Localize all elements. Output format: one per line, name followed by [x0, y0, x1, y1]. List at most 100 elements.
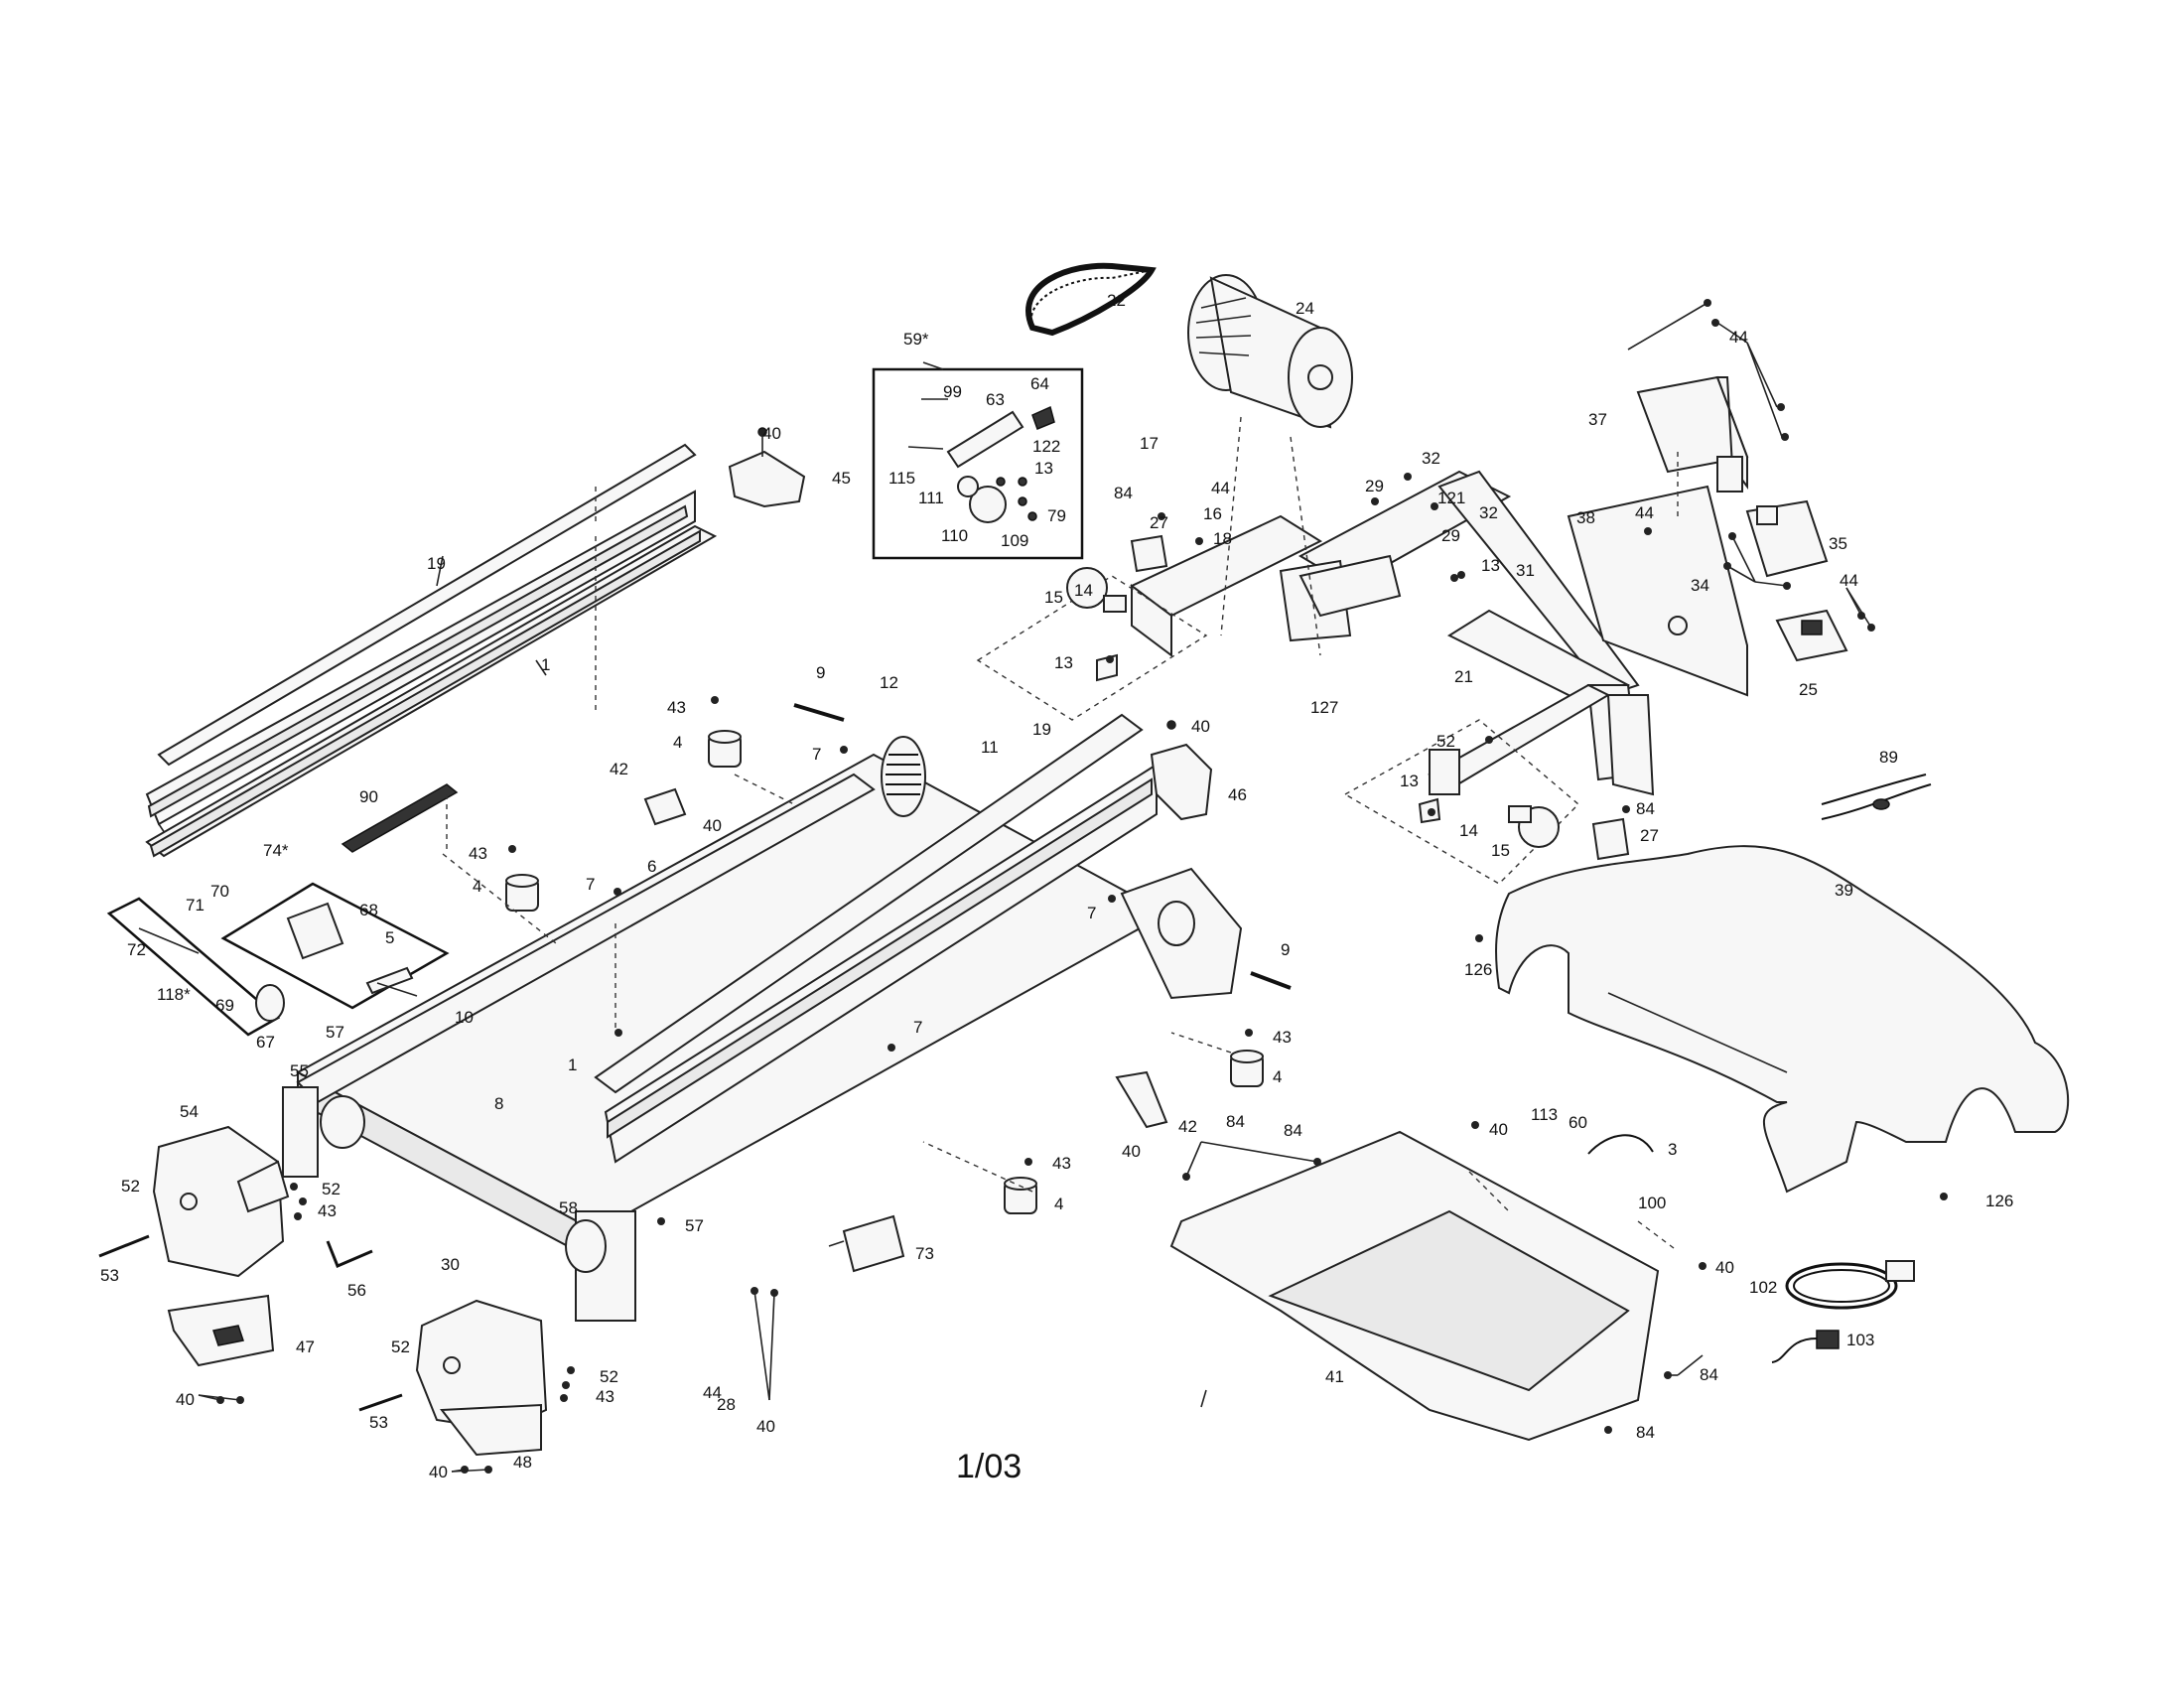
end-cap-48 — [440, 1403, 542, 1457]
label-30: 30 — [441, 1255, 460, 1274]
label-43: 43 — [1052, 1154, 1071, 1173]
label-40: 40 — [1191, 717, 1210, 736]
label-47: 47 — [296, 1337, 315, 1356]
label-28: 28 — [717, 1395, 736, 1414]
label-122: 122 — [1032, 437, 1060, 456]
label-40: 40 — [1122, 1142, 1141, 1161]
label-13: 13 — [1034, 459, 1053, 478]
label-40: 40 — [703, 816, 722, 835]
label-40: 40 — [176, 1390, 195, 1409]
label-55: 55 — [290, 1061, 309, 1080]
label-57: 57 — [326, 1023, 344, 1042]
part-labels: 19 1 40 45 90 74* 70 71 72 118* 69 67 68… — [100, 291, 2013, 1481]
label-103: 103 — [1846, 1331, 1874, 1349]
label-52: 52 — [121, 1177, 140, 1196]
label-79: 79 — [1047, 506, 1066, 525]
label-45: 45 — [832, 469, 851, 488]
isolator-4b — [505, 874, 539, 912]
label-100: 100 — [1638, 1194, 1666, 1212]
label-15: 15 — [1491, 841, 1510, 860]
label-52: 52 — [1436, 732, 1455, 751]
label-74: 74* — [263, 841, 289, 860]
label-53: 53 — [369, 1413, 388, 1432]
rear-roller-frame — [565, 867, 1243, 1322]
foot-kit-box-74 — [220, 882, 450, 1010]
end-cap-bottom-47 — [167, 1294, 275, 1367]
label-32: 32 — [1479, 503, 1498, 522]
isolator-4a — [708, 730, 742, 768]
label-25: 25 — [1799, 680, 1818, 699]
label-7: 7 — [913, 1018, 922, 1037]
label-72: 72 — [127, 940, 146, 959]
pulley-group-right — [1343, 719, 1580, 885]
label-29: 29 — [1365, 477, 1384, 495]
label-43: 43 — [667, 698, 686, 717]
label-14: 14 — [1459, 821, 1478, 840]
label-46: 46 — [1228, 785, 1247, 804]
label-40: 40 — [429, 1463, 448, 1481]
label-84: 84 — [1284, 1121, 1302, 1140]
label-17: 17 — [1140, 434, 1159, 453]
motor-hood-kit-box-59 — [872, 361, 1084, 560]
label-44: 44 — [703, 1383, 722, 1402]
label-21: 21 — [1454, 667, 1473, 686]
transformer-35 — [1745, 499, 1829, 578]
label-99: 99 — [943, 382, 962, 401]
label-11: 11 — [981, 738, 999, 757]
label-52: 52 — [322, 1180, 341, 1198]
label-44: 44 — [1635, 503, 1654, 522]
label-121: 121 — [1437, 489, 1465, 507]
label-37: 37 — [1588, 410, 1607, 429]
label-42: 42 — [610, 760, 628, 778]
center-rail-19-1 — [594, 713, 1158, 1164]
leader-lines — [198, 302, 1872, 1473]
label-40: 40 — [1715, 1258, 1734, 1277]
label-41: 41 — [1325, 1367, 1344, 1386]
label-115: 115 — [888, 469, 915, 488]
label-126: 126 — [1985, 1192, 2013, 1210]
bracket-27b — [1591, 817, 1630, 861]
left-side-rail-1 — [145, 524, 718, 858]
label-67: 67 — [256, 1033, 275, 1052]
label-16: 16 — [1203, 504, 1222, 523]
label-44: 44 — [1211, 479, 1230, 497]
label-1: 1 — [568, 1056, 577, 1074]
label-84: 84 — [1636, 1423, 1655, 1442]
label-4: 4 — [1054, 1195, 1063, 1213]
end-cap-54 — [152, 1125, 290, 1278]
label-43: 43 — [1273, 1028, 1292, 1047]
bottom-tray-41 — [1169, 1130, 1660, 1442]
isolator-4c — [1230, 1050, 1264, 1087]
label-38: 38 — [1576, 508, 1595, 527]
label-9: 9 — [1281, 940, 1290, 959]
label-12: 12 — [880, 673, 898, 692]
label-43: 43 — [596, 1387, 614, 1406]
label-1: 1 — [541, 655, 550, 674]
drive-belt-22 — [1025, 262, 1157, 337]
label-126: 126 — [1464, 960, 1492, 979]
label-27: 27 — [1640, 826, 1659, 845]
label-34: 34 — [1691, 576, 1709, 595]
label-57: 57 — [685, 1216, 704, 1235]
power-cord-102 — [1771, 1260, 1915, 1363]
label-69: 69 — [215, 996, 234, 1015]
label-44: 44 — [1729, 328, 1748, 347]
label-52: 52 — [391, 1337, 410, 1356]
label-19: 19 — [427, 554, 446, 573]
label-4: 4 — [1273, 1067, 1282, 1086]
label-44: 44 — [1840, 571, 1858, 590]
label-8: 8 — [494, 1094, 503, 1113]
label-13: 13 — [1481, 556, 1500, 575]
label-9: 9 — [816, 663, 825, 682]
label-52: 52 — [600, 1367, 618, 1386]
label-84: 84 — [1700, 1365, 1718, 1384]
label-90: 90 — [359, 787, 378, 806]
label-84: 84 — [1636, 799, 1655, 818]
label-13: 13 — [1400, 772, 1419, 790]
assembly-dashed-lines — [442, 416, 1679, 1252]
bolt-9b — [1250, 971, 1292, 990]
label-113: 113 — [1531, 1105, 1558, 1124]
label-127: 127 — [1310, 698, 1338, 717]
bracket-27a — [1130, 534, 1168, 573]
